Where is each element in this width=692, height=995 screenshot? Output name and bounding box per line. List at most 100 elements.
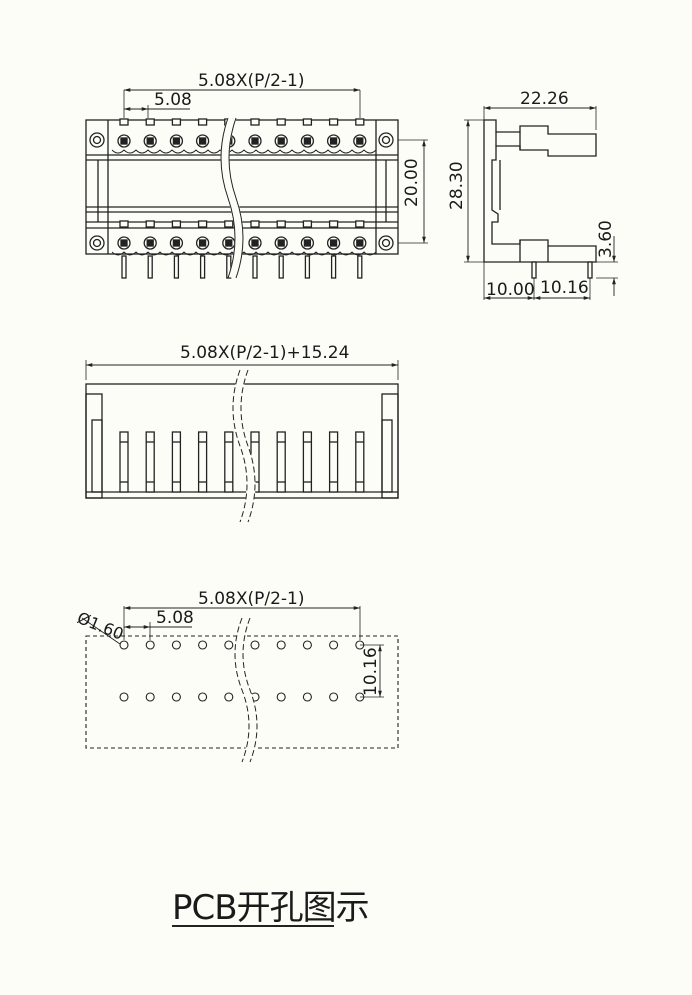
front-view-pin [328, 431, 339, 493]
terminal-socket [143, 134, 157, 148]
front-view-pin [302, 431, 313, 493]
terminal-socket-core [198, 137, 207, 145]
terminal-socket-core [277, 137, 285, 145]
terminal-socket-core [172, 137, 181, 145]
pcb-layout [81, 606, 399, 764]
terminal-screw-head [171, 220, 182, 228]
pcb-hole [198, 692, 208, 702]
terminal-socket-core [120, 137, 128, 145]
pcb-hole [119, 640, 129, 650]
terminal-socket [248, 236, 262, 250]
front-view-pin [145, 431, 155, 493]
terminal-socket [169, 236, 184, 250]
pcb-hole [198, 640, 208, 650]
pcb-hole [276, 640, 286, 650]
terminal-socket [300, 134, 315, 148]
front-total-label: 5.08X(P/2-1)+15.24 [180, 343, 349, 363]
pcb-hole [250, 640, 260, 650]
terminal-socket [326, 236, 341, 250]
terminal-screw-head [328, 118, 339, 126]
terminal-socket-core [303, 239, 312, 247]
terminal-socket-core [172, 239, 181, 247]
terminal-screw-head [276, 118, 286, 126]
terminal-socket-core [303, 137, 312, 145]
terminal-screw-head [250, 118, 260, 126]
front-view-pin [224, 431, 234, 493]
terminal-screw-head [250, 220, 260, 228]
top-view-pin [147, 255, 153, 279]
terminal-screw-head [224, 220, 234, 228]
top-view-pin [252, 255, 258, 279]
terminal-screw-head [145, 118, 155, 126]
pcb-pitch-total-label: 5.08X(P/2-1) [198, 589, 305, 609]
top-view-pin [173, 255, 180, 279]
top-view [85, 88, 428, 280]
terminal-socket-core [225, 239, 233, 247]
row-spacing-label: 20.00 [402, 158, 422, 207]
top-view-pin [304, 255, 311, 279]
terminal-socket-core [329, 239, 338, 247]
pin-length-label: 3.60 [596, 220, 616, 258]
terminal-socket [274, 236, 288, 250]
top-view-pin [199, 255, 206, 279]
terminal-screw-head [302, 220, 313, 228]
pcb-pitch-label: 5.08 [156, 608, 194, 628]
terminal-socket-core [251, 239, 259, 247]
caption-underline [172, 925, 334, 927]
pcb-hole [145, 692, 155, 702]
terminal-socket-core [277, 239, 285, 247]
terminal-screw-head [276, 220, 286, 228]
terminal-screw-head [355, 220, 365, 228]
front-view-pin [197, 431, 208, 493]
front-view-pin [119, 431, 129, 493]
pcb-row-spacing-label: 10.16 [361, 647, 381, 696]
side-height-label: 28.30 [447, 161, 467, 210]
top-pitch-total-label: 5.08X(P/2-1) [198, 71, 305, 91]
terminal-screw-head [197, 118, 208, 126]
terminal-screw-head [119, 118, 129, 126]
pcb-hole [302, 640, 312, 650]
pcb-hole [329, 692, 339, 702]
pcb-hole [329, 640, 339, 650]
top-view-pin [330, 255, 337, 279]
terminal-socket [195, 236, 210, 250]
terminal-screw-head [119, 220, 129, 228]
side-width-label: 22.26 [520, 89, 569, 109]
terminal-socket [326, 134, 341, 148]
terminal-socket [300, 236, 315, 250]
terminal-socket-core [251, 137, 259, 145]
side-offset-label: 10.00 [486, 280, 535, 300]
terminal-socket [143, 236, 157, 250]
top-view-pin [357, 255, 363, 279]
front-view-pin [171, 431, 182, 493]
pcb-caption: PCB开孔图示 [172, 888, 370, 928]
terminal-socket [353, 134, 367, 148]
terminal-screw-head [302, 118, 313, 126]
pcb-hole [119, 692, 129, 702]
terminal-socket-core [198, 239, 207, 247]
terminal-socket-core [120, 239, 128, 247]
terminal-screw-head [145, 220, 155, 228]
side-view [464, 106, 618, 300]
terminal-socket [117, 236, 131, 250]
front-view-pin [355, 431, 365, 493]
pcb-hole [171, 640, 181, 650]
front-view-pin [276, 431, 286, 493]
terminal-socket-core [146, 239, 154, 247]
terminal-screw-head [171, 118, 182, 126]
top-view-pin [278, 255, 284, 279]
terminal-socket [248, 134, 262, 148]
front-view [85, 360, 399, 524]
terminal-socket-core [146, 137, 154, 145]
terminal-socket-core [356, 137, 364, 145]
pcb-hole [302, 692, 312, 702]
top-pitch-label: 5.08 [154, 90, 192, 110]
terminal-socket-core [329, 137, 338, 145]
terminal-screw-head [355, 118, 365, 126]
terminal-socket [274, 134, 288, 148]
terminal-screw-head [197, 220, 208, 228]
terminal-socket-core [356, 239, 364, 247]
terminal-screw-head [328, 220, 339, 228]
terminal-socket [353, 236, 367, 250]
